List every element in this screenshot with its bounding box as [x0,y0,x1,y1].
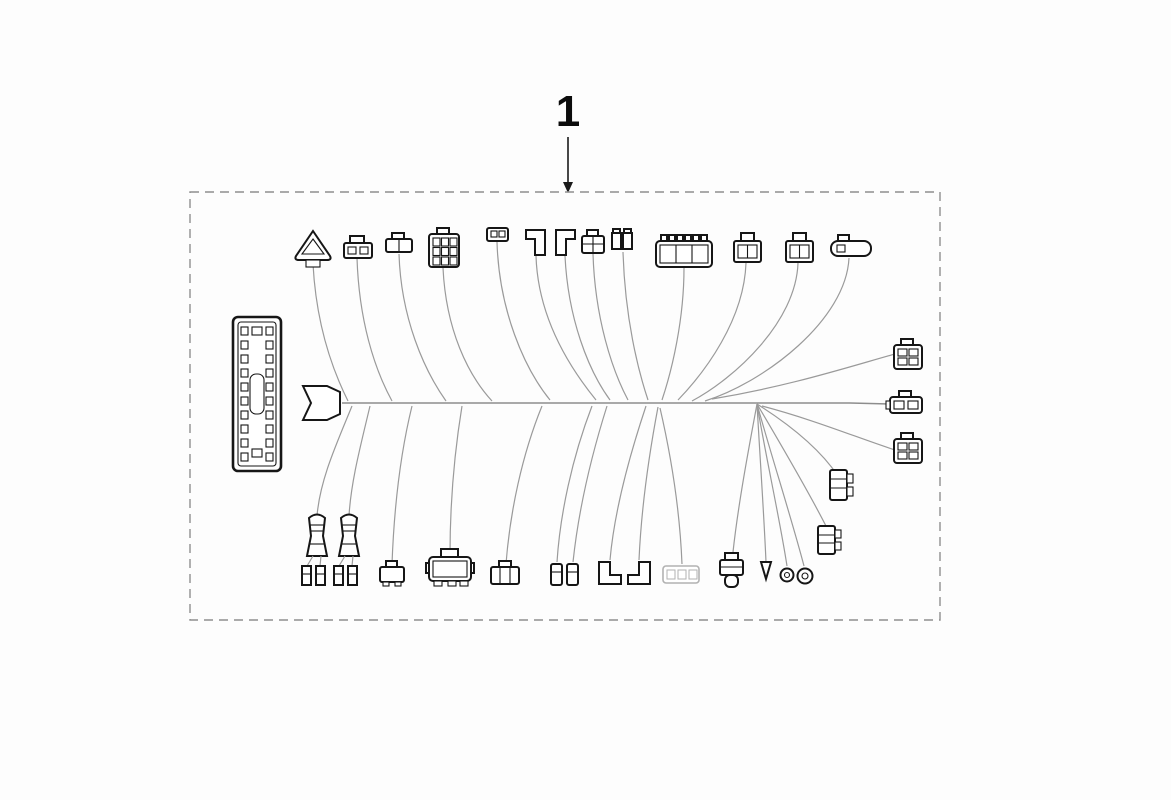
four-way-connector-a [733,232,762,263]
nine-pin-grid-connector [428,227,460,268]
two-pin-capped-connector [343,235,373,259]
spark-boot-left [305,513,329,567]
right-grid-connector-lower [893,432,923,464]
ring-terminal-small [779,567,795,583]
single-tab-connector [385,232,413,253]
relay-block-lower [817,525,842,555]
four-pin-square-connector [581,229,605,254]
small-bottom-connector [379,560,405,587]
right-grid-connector-upper [893,338,923,370]
cone-terminal [759,561,773,583]
large-bottom-connector [425,548,475,587]
spark-boot-right [337,513,361,567]
elbow-connector-right [555,229,576,256]
boundary-box [189,191,941,621]
blade-terminals [301,565,358,586]
wide-multi-pin-connector [655,234,713,268]
harness-trunk-plug [301,385,341,421]
oval-connector [830,234,872,257]
sensor-plug-connector [719,552,744,588]
mini-two-pin-connector [486,227,509,242]
elbow-connector-left [525,229,546,256]
triangle-connector [294,229,332,268]
mid-bottom-connector [490,560,520,585]
twin-sleeve-terminals [550,563,579,586]
callout-leader-arrow [563,137,573,193]
ghost-connector [662,565,700,584]
harness-wires [312,241,896,567]
right-inline-connector [885,390,923,414]
twin-terminal-connector [611,228,633,250]
ring-terminal-large [796,567,814,585]
relay-block-upper [829,469,854,501]
bottom-elbow-right [627,561,651,585]
callout-label: 1 [555,87,581,136]
four-way-connector-b [785,232,814,263]
ecu-multi-pin-connector [231,315,283,473]
bottom-elbow-left [598,561,622,585]
